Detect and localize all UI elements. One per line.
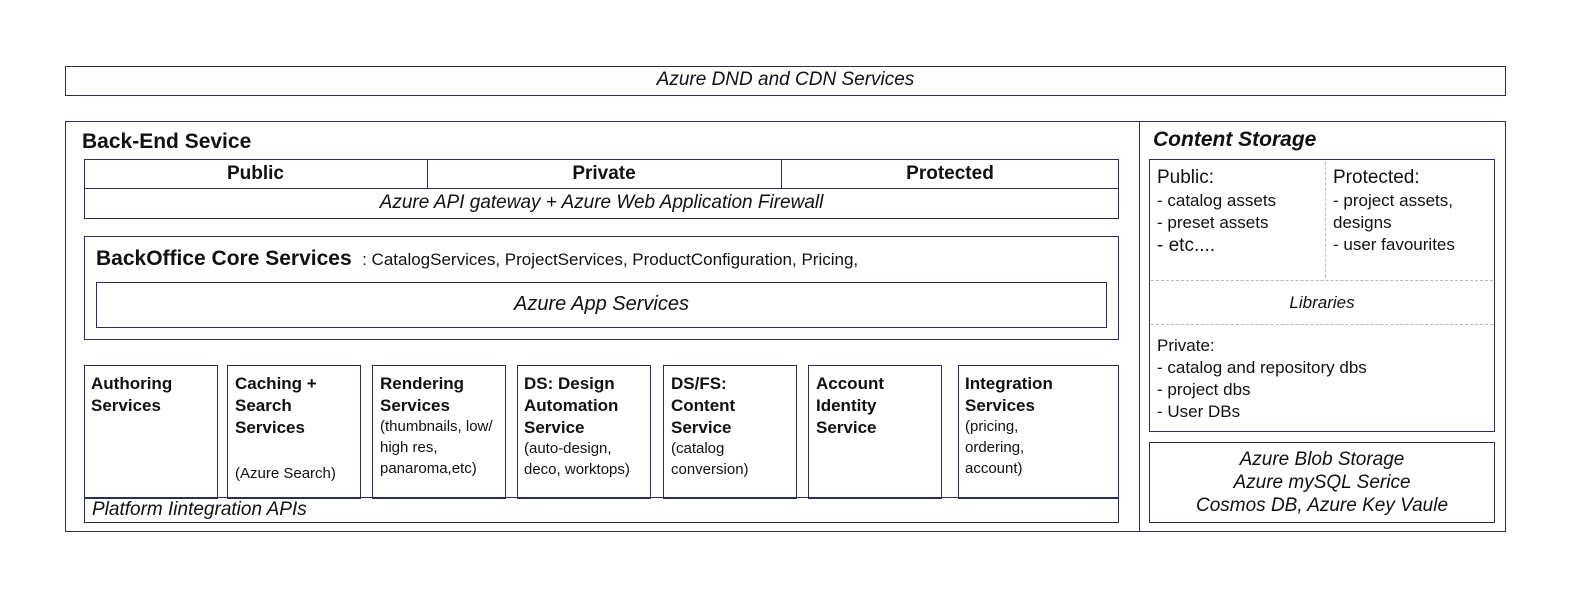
service-desc-line: (pricing, (965, 418, 1019, 435)
service-account-identity: Account Identity Service (808, 365, 942, 499)
service-desc-line: deco, worktops) (524, 461, 630, 478)
storage-private: Private: - catalog and repository dbs - … (1157, 335, 1367, 423)
azure-storage-line: Azure mySQL Serice (1233, 472, 1411, 493)
service-desc-line: ordering, (965, 439, 1025, 456)
service-title-line: Search (235, 396, 292, 415)
service-desc-line: high res, (380, 439, 438, 456)
service-title-line: Caching + (235, 374, 317, 393)
storage-public-item: - etc.... (1157, 235, 1216, 256)
service-desc-line: (thumbnails, low/ (380, 418, 493, 435)
storage-private-heading: Private: (1157, 336, 1215, 355)
platform-apis-label: Platform Iintegration APIs (92, 499, 307, 520)
service-title-line: Identity (816, 396, 877, 415)
service-desc-line: account) (965, 460, 1023, 477)
azure-storage-line: Cosmos DB, Azure Key Vaule (1195, 495, 1449, 516)
public-protected-divider (1325, 162, 1326, 277)
service-title-line: Services (965, 396, 1035, 415)
storage-private-item: - catalog and repository dbs (1157, 358, 1367, 377)
storage-private-item: - User DBs (1157, 402, 1241, 421)
api-gateway-label: Azure API gateway + Azure Web Applicatio… (379, 192, 824, 213)
service-design-automation: DS: Design Automation Service (auto-desi… (517, 365, 651, 499)
service-desc-line: conversion) (671, 461, 749, 478)
libraries-top-divider (1151, 280, 1493, 281)
backend-storage-divider (1139, 121, 1140, 532)
storage-public: Public: - catalog assets - preset assets… (1157, 166, 1276, 258)
storage-tiers-box (1149, 159, 1495, 432)
service-title-line: DS/FS: (671, 374, 727, 393)
core-services-list: : CatalogServices, ProjectServices, Prod… (362, 250, 859, 269)
access-col-divider (781, 159, 782, 189)
access-public: Public (226, 163, 284, 184)
access-protected: Protected (906, 163, 994, 184)
service-desc-line: panaroma,etc) (380, 460, 477, 477)
app-services-box (96, 282, 1107, 328)
storage-protected-item: - user favourites (1333, 235, 1455, 254)
storage-protected-item: designs (1333, 213, 1392, 232)
service-rendering: Rendering Services (thumbnails, low/ hig… (372, 365, 506, 499)
azure-storage-line: Azure Blob Storage (1239, 449, 1405, 470)
service-title-line: Automation (524, 396, 619, 415)
service-title-line: Account (816, 374, 884, 393)
service-caching-search: Caching + Search Services (Azure Search) (227, 365, 361, 499)
platform-apis-box (84, 497, 1119, 523)
app-services-label: Azure App Services (514, 293, 689, 315)
service-title-line: Services (380, 396, 450, 415)
service-title-line: Integration (965, 374, 1053, 393)
service-title-line: DS: Design (524, 374, 615, 393)
storage-public-item: - preset assets (1157, 213, 1269, 232)
access-table-divider (84, 188, 1119, 189)
service-desc-line: (catalog (671, 440, 725, 457)
azure-storage-box (1149, 442, 1495, 523)
service-title-line: Authoring (91, 374, 173, 393)
storage-protected-item: - project assets, (1333, 191, 1453, 210)
access-private: Private (572, 163, 636, 184)
core-services-title: BackOffice Core Services (96, 247, 352, 270)
azure-storage-services: Azure Blob Storage Azure mySQL Serice Co… (1149, 448, 1495, 517)
service-title-line: Services (91, 396, 161, 415)
service-integration: Integration Services (pricing, ordering,… (958, 365, 1119, 499)
service-content: DS/FS: Content Service (catalog conversi… (663, 365, 797, 499)
storage-libraries: Libraries (1289, 293, 1355, 312)
core-services-box (84, 236, 1119, 340)
service-title-line: Service (671, 418, 732, 437)
service-title-line: Service (816, 418, 877, 437)
storage-public-item: - catalog assets (1157, 191, 1277, 210)
libraries-bottom-divider (1151, 324, 1493, 325)
service-title-line: Services (235, 418, 305, 437)
storage-private-item: - project dbs (1157, 380, 1251, 399)
access-col-divider (427, 159, 428, 189)
architecture-frame (65, 121, 1506, 532)
storage-public-heading: Public: (1157, 167, 1215, 188)
storage-protected: Protected: - project assets, designs - u… (1333, 166, 1455, 256)
cdn-services-label: Azure DND and CDN Services (656, 69, 915, 90)
storage-title: Content Storage (1153, 128, 1317, 151)
service-title-line: Service (524, 418, 585, 437)
service-desc-line: (Azure Search) (235, 465, 336, 482)
backend-title: Back-End Sevice (82, 130, 252, 153)
access-table (84, 159, 1119, 219)
service-desc-line: (auto-design, (524, 440, 612, 457)
service-title-line: Rendering (380, 374, 465, 393)
storage-protected-heading: Protected: (1333, 167, 1420, 188)
service-title-line: Content (671, 396, 736, 415)
core-services-header: BackOffice Core Services : CatalogServic… (96, 247, 858, 271)
cdn-services-box (65, 66, 1506, 96)
service-authoring: Authoring Services (84, 365, 218, 499)
